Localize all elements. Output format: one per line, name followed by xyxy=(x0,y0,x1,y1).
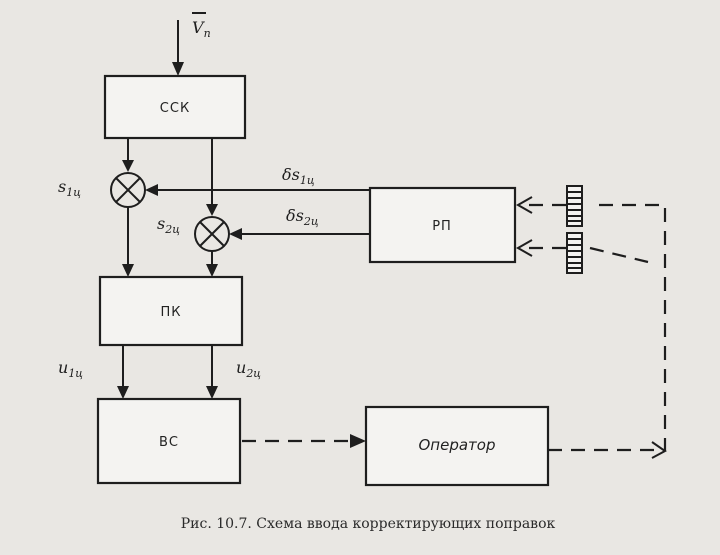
pk-label: ПК xyxy=(160,305,181,320)
u2-arrow xyxy=(206,386,218,399)
ds2-label: δs2ц xyxy=(286,206,319,228)
u1-arrow xyxy=(117,386,129,399)
knob1-to-rp-arrow xyxy=(515,196,533,214)
u1-label: u1ц xyxy=(58,358,83,380)
ssk-label: ССК xyxy=(160,101,190,116)
u2-label: u2ц xyxy=(236,358,261,380)
rp-block xyxy=(368,186,517,264)
ds1-arrow xyxy=(145,184,158,196)
vs-to-operator-arrow xyxy=(350,434,366,448)
pk-block xyxy=(98,275,244,347)
operator-block xyxy=(364,405,550,487)
s2-label: s2ц xyxy=(157,214,180,236)
mixer2-to-pk-arrow xyxy=(206,264,218,277)
vs-label: ВС xyxy=(159,435,179,450)
s1-label: s1ц xyxy=(58,177,81,199)
input-arrowhead xyxy=(172,62,184,76)
handwheel-1-icon xyxy=(566,185,583,227)
figure-caption: Рис. 10.7. Схема ввода корректирующих по… xyxy=(181,516,556,532)
mixer-1 xyxy=(110,172,146,208)
ds1-label: δs1ц xyxy=(282,165,315,187)
handwheel-2-icon xyxy=(566,232,583,274)
operator-feedback-tick xyxy=(651,441,667,459)
rp-label: РП xyxy=(432,219,452,234)
vs-block xyxy=(96,397,242,485)
operator-feedback-line xyxy=(548,203,667,452)
knob2-link xyxy=(589,246,649,264)
input-v-label: Vп xyxy=(192,18,211,40)
mixer-2 xyxy=(194,216,230,252)
operator-label: Оператор xyxy=(419,436,496,454)
ds2-arrow xyxy=(229,228,242,240)
ssk-to-mixer2-arrow xyxy=(206,204,218,216)
mixer1-to-pk-arrow xyxy=(122,264,134,277)
knob2-to-rp-arrow xyxy=(515,239,533,257)
ssk-block xyxy=(103,74,247,140)
ssk-to-mixer1-arrow xyxy=(122,160,134,172)
